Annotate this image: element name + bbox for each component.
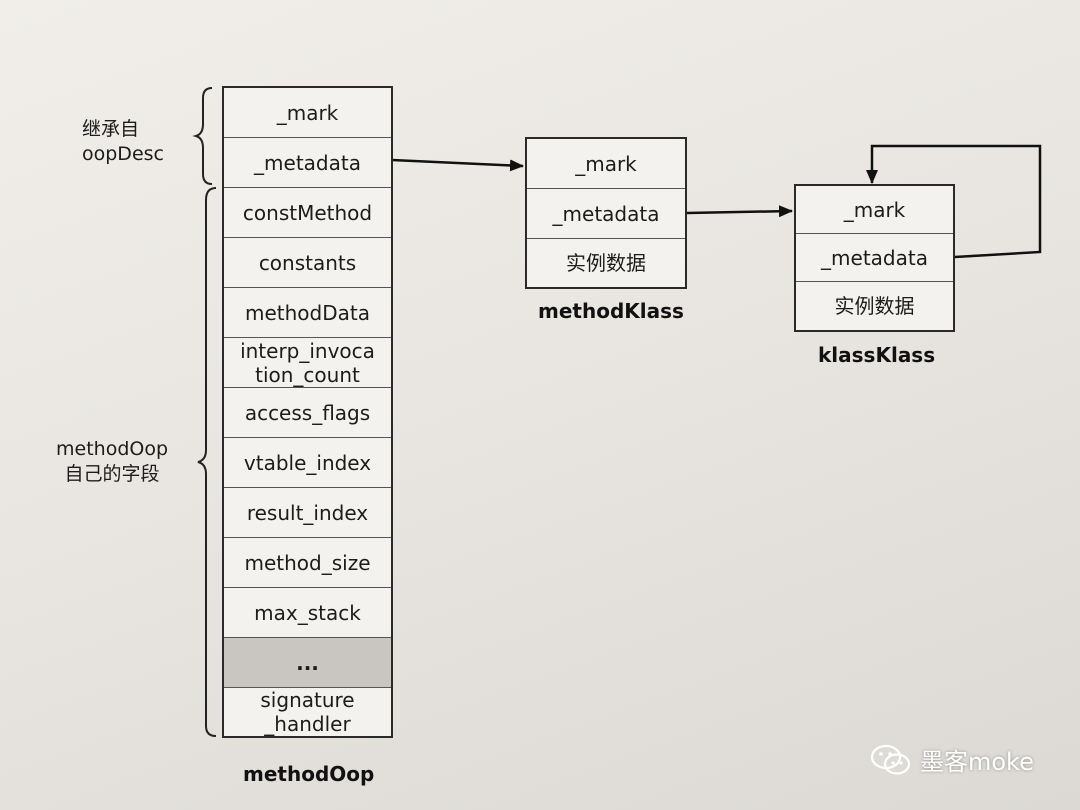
methodklass-field: 实例数据 [566, 251, 646, 275]
methodoop-field: _mark [224, 88, 391, 138]
methodoop-field: constants [224, 238, 391, 288]
methodoop-field: method_size [224, 538, 391, 588]
methodoop-field: result_index [224, 488, 391, 538]
own-fields-label: methodOop 自己的字段 [56, 438, 169, 485]
methodoop-structure: _mark _metadata constMethod constants me… [222, 86, 393, 738]
arrow-methodklass-to-klassklass [686, 205, 793, 218]
methodoop-field: max_stack [224, 588, 391, 638]
klassklass-field: _mark [796, 186, 953, 234]
inherit-brace [192, 87, 213, 185]
klassklass-caption: klassKlass [818, 343, 936, 367]
klassklass-structure: _mark _metadata 实例数据 [794, 184, 955, 332]
wechat-icon [870, 744, 911, 775]
inherit-label: 继承自 oopDesc [82, 118, 164, 165]
methodklass-caption: methodKlass [538, 299, 684, 323]
methodoop-field: access_flags [224, 388, 391, 438]
methodklass-field: _metadata [527, 189, 685, 239]
methodoop-field: methodData [224, 288, 391, 338]
arrow-klassklass-self [866, 144, 1042, 259]
watermark: 墨客moke [870, 742, 1034, 777]
own-fields-brace [197, 187, 217, 737]
methodoop-field: interp_invoca tion_count [224, 338, 391, 388]
methodoop-field: _metadata [224, 138, 391, 188]
methodklass-field: _mark [527, 139, 685, 189]
methodoop-field: signature _handler [260, 688, 355, 736]
methodoop-field: constMethod [224, 188, 391, 238]
arrow-methodoop-to-methodklass [391, 158, 524, 172]
methodoop-field-ellipsis: ... [224, 638, 391, 688]
methodoop-field: vtable_index [224, 438, 391, 488]
methodoop-caption: methodOop [243, 762, 375, 786]
methodklass-structure: _mark _metadata 实例数据 [525, 137, 687, 289]
watermark-text: 墨客moke [920, 748, 1034, 776]
klassklass-field: _metadata [796, 234, 953, 282]
klassklass-field: 实例数据 [834, 294, 915, 318]
